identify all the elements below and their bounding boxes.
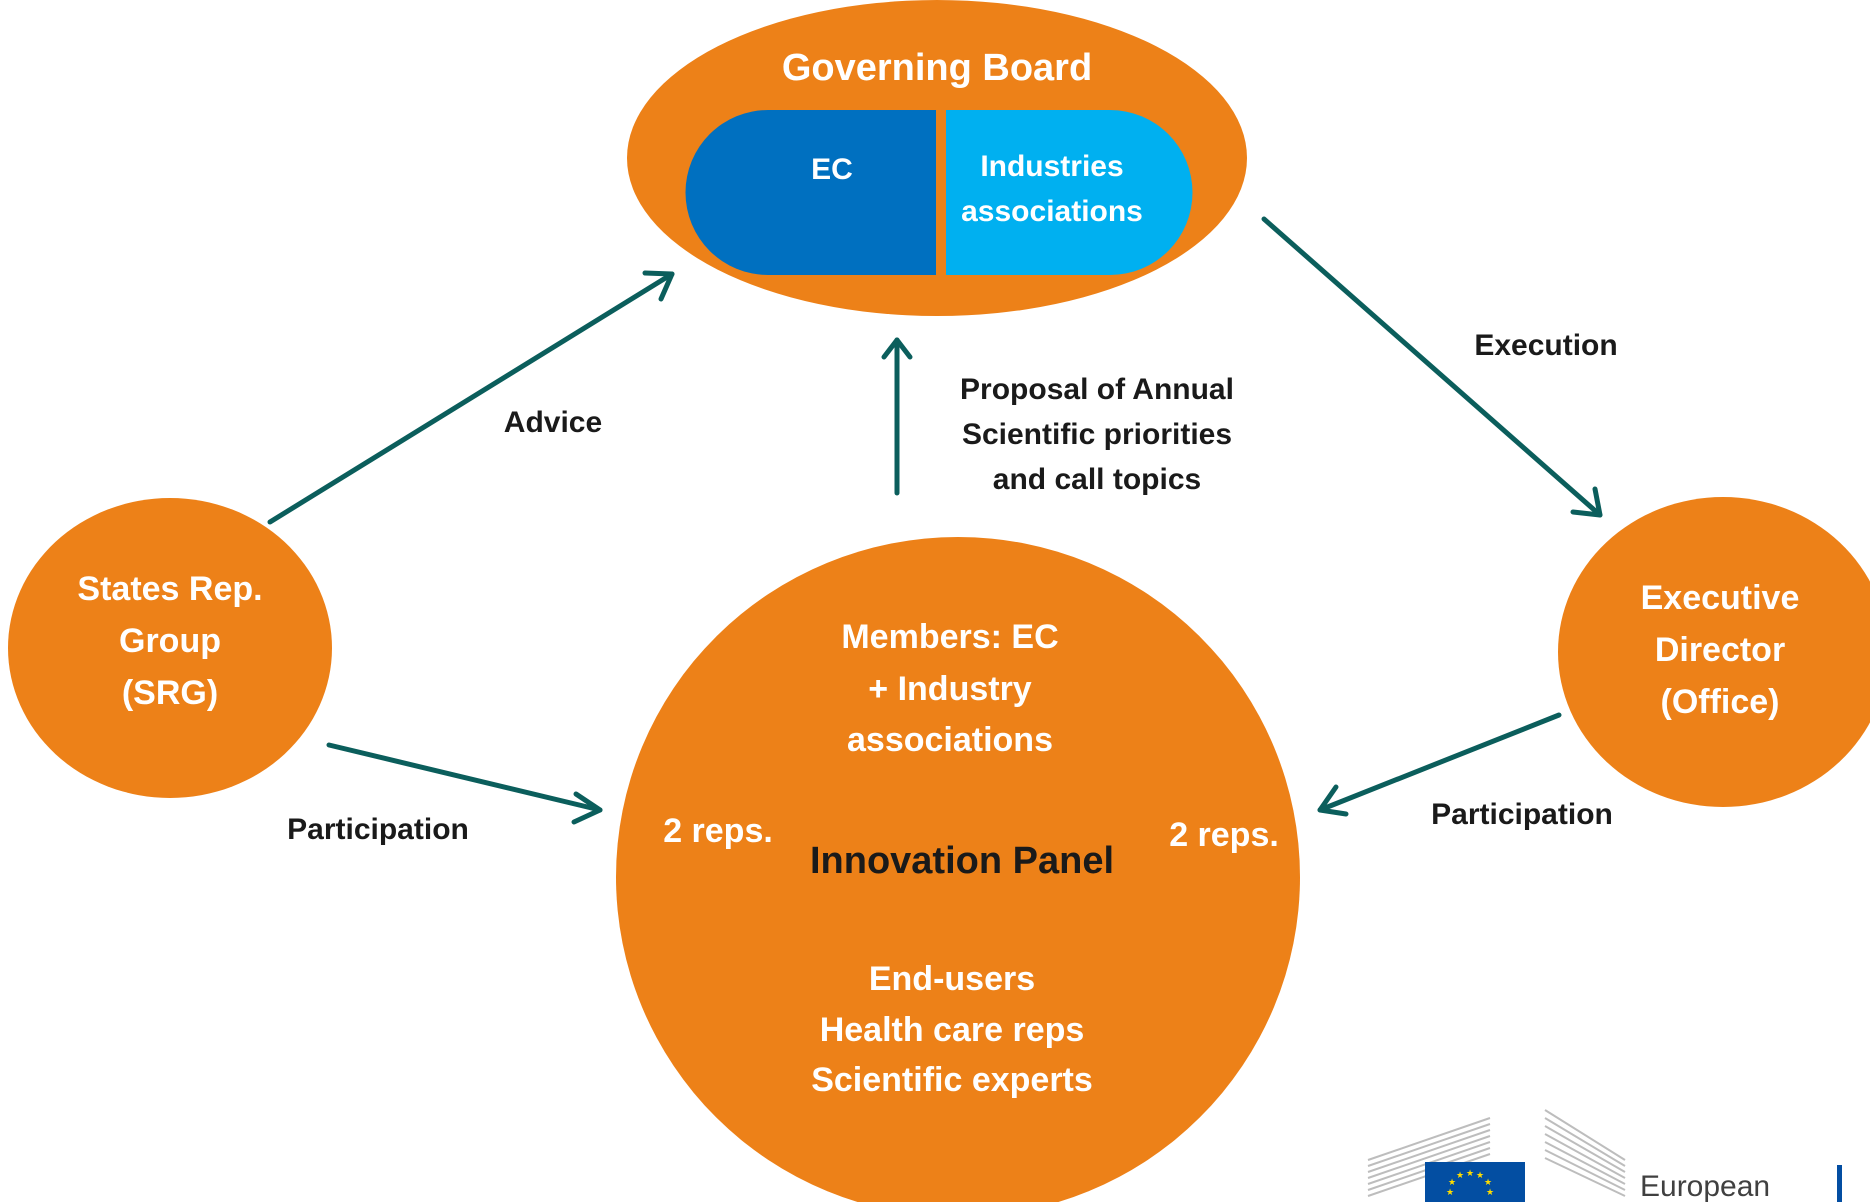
advice-arrow bbox=[267, 270, 675, 525]
states-rep-group: States Rep. Group (SRG) bbox=[8, 498, 332, 798]
proposal-label-line3: and call topics bbox=[993, 463, 1201, 496]
participation-right-arrow bbox=[1317, 712, 1562, 817]
left-reps-label: 2 reps. bbox=[663, 812, 773, 850]
innovation-panel: Members: EC + Industry associations 2 re… bbox=[616, 537, 1300, 1202]
industries-associations-segment bbox=[946, 110, 1193, 275]
svg-text:★: ★ bbox=[1456, 1170, 1464, 1180]
proposal-label-line1: Proposal of Annual bbox=[960, 373, 1234, 406]
governing-board: Governing Board EC Industries associatio… bbox=[627, 0, 1247, 316]
srg-label-line3: (SRG) bbox=[122, 674, 218, 712]
right-reps-label: 2 reps. bbox=[1169, 816, 1279, 854]
proposal-label-line2: Scientific priorities bbox=[962, 418, 1232, 451]
executive-director-line2: Director bbox=[1655, 631, 1785, 669]
proposal-arrow bbox=[881, 337, 913, 496]
european-commission-logo: ★ ★ ★ ★ ★ ★ ★ European bbox=[1367, 1109, 1842, 1202]
arrows bbox=[267, 216, 1603, 825]
svg-text:★: ★ bbox=[1448, 1177, 1456, 1187]
participation-left-arrow bbox=[326, 742, 603, 825]
logo-divider bbox=[1837, 1165, 1842, 1202]
svg-text:★: ★ bbox=[1486, 1187, 1494, 1197]
srg-ellipse bbox=[8, 498, 332, 798]
execution-arrow bbox=[1261, 216, 1603, 518]
srg-label-line1: States Rep. bbox=[77, 570, 262, 608]
european-label: European bbox=[1640, 1170, 1770, 1202]
industries-label-line1: Industries bbox=[980, 150, 1123, 183]
svg-text:★: ★ bbox=[1446, 1187, 1454, 1197]
srg-label-line2: Group bbox=[119, 622, 221, 660]
participation-right-label: Participation bbox=[1431, 798, 1613, 831]
ec-segment bbox=[685, 110, 936, 275]
advice-label: Advice bbox=[504, 406, 602, 439]
building-lines bbox=[1367, 1109, 1626, 1197]
executive-director-line3: (Office) bbox=[1661, 683, 1780, 721]
participation-left-label: Participation bbox=[287, 813, 469, 846]
executive-director-ellipse bbox=[1558, 497, 1870, 807]
svg-text:★: ★ bbox=[1476, 1170, 1484, 1180]
health-care-label: Health care reps bbox=[820, 1011, 1085, 1049]
scientific-experts-label: Scientific experts bbox=[811, 1061, 1093, 1099]
innovation-panel-circle bbox=[616, 537, 1300, 1202]
executive-director-line1: Executive bbox=[1641, 579, 1800, 617]
svg-text:★: ★ bbox=[1484, 1177, 1492, 1187]
executive-director: Executive Director (Office) bbox=[1558, 497, 1870, 807]
members-line3: associations bbox=[847, 721, 1053, 759]
end-users-label: End-users bbox=[869, 960, 1035, 998]
eu-flag-icon: ★ ★ ★ ★ ★ ★ ★ bbox=[1425, 1162, 1525, 1202]
arrow-labels: Advice Proposal of Annual Scientific pri… bbox=[287, 329, 1618, 846]
governing-board-title: Governing Board bbox=[782, 47, 1092, 89]
ec-label: EC bbox=[811, 153, 853, 186]
execution-label: Execution bbox=[1474, 329, 1617, 362]
innovation-panel-title: Innovation Panel bbox=[810, 840, 1114, 882]
svg-text:★: ★ bbox=[1466, 1168, 1474, 1178]
members-line1: Members: EC bbox=[841, 618, 1058, 656]
industries-label-line2: associations bbox=[961, 195, 1143, 228]
members-line2: + Industry bbox=[868, 670, 1032, 708]
